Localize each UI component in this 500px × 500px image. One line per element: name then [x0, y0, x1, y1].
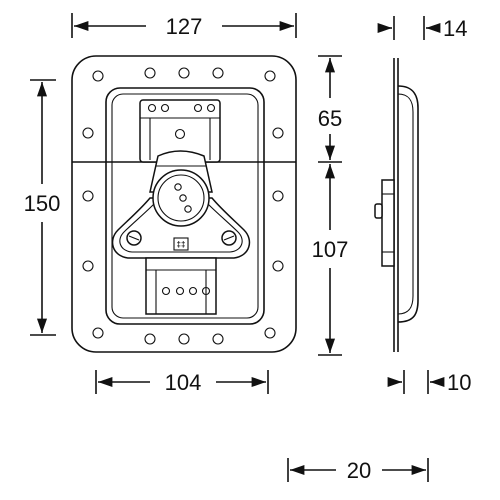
latch-screws [126, 230, 237, 246]
dimension-104: 104 [95, 370, 269, 395]
side-view [374, 58, 419, 352]
recess-dish [105, 87, 265, 325]
butterfly-dial [152, 169, 210, 227]
dimension-127: 127 [71, 13, 297, 39]
rivet-holes [82, 67, 284, 345]
keeper-plate [139, 99, 221, 163]
front-view: ‡‡ [71, 55, 297, 353]
svg-text:104: 104 [165, 370, 202, 395]
svg-text:150: 150 [24, 191, 61, 216]
dimension-107: 107 [312, 164, 349, 356]
catch-plate [145, 257, 217, 315]
outer-plate [71, 55, 297, 353]
dimension-14: 14 [377, 16, 467, 41]
svg-text:65: 65 [318, 106, 342, 131]
dimension-150: 150 [24, 79, 61, 336]
dimension-65: 65 [318, 55, 342, 163]
butterfly-body [111, 197, 251, 259]
dimension-10: 10 [387, 370, 471, 395]
dimension-20: 20 [287, 458, 429, 483]
brand-logo [173, 237, 189, 251]
brand-logo-text: ‡‡ [177, 240, 186, 249]
svg-text:10: 10 [447, 370, 471, 395]
svg-text:20: 20 [347, 458, 371, 483]
svg-text:14: 14 [443, 16, 467, 41]
svg-text:107: 107 [312, 237, 349, 262]
svg-text:127: 127 [166, 14, 203, 39]
recess-inner-edge [111, 93, 259, 319]
